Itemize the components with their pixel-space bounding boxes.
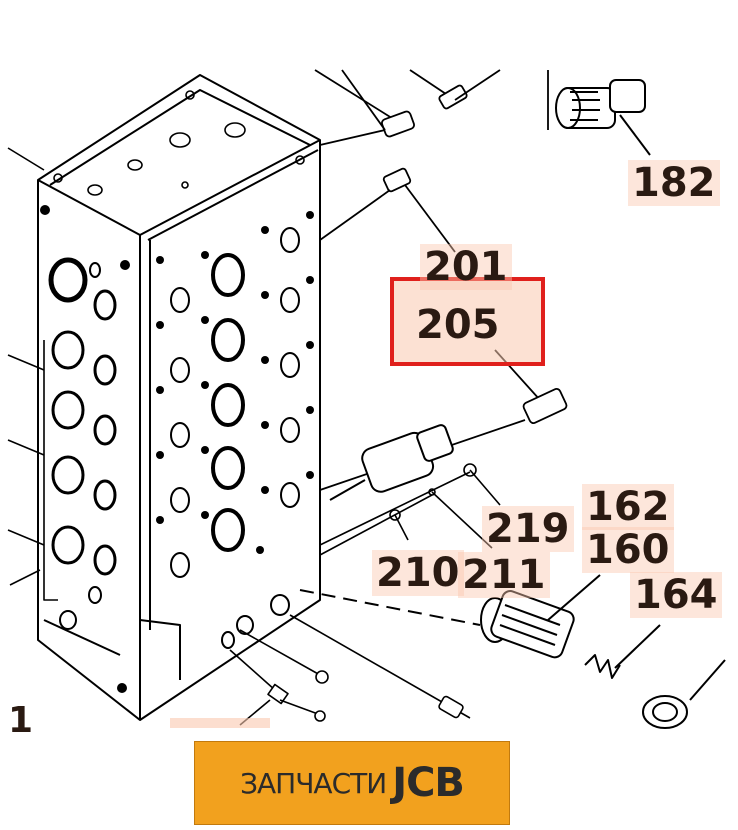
part-label-205: 205: [416, 302, 500, 348]
part-label-210: 210: [372, 550, 464, 596]
plug-bottom-right: [642, 659, 726, 729]
part-label-219: 219: [482, 506, 574, 552]
part-label-164: 164: [630, 572, 722, 618]
part-label-201: 201: [420, 244, 512, 290]
highlight-box-205: [390, 277, 545, 366]
brand-logo: ЗАПЧАСТИ JCB: [194, 741, 510, 825]
spring-164: [584, 624, 661, 679]
partial-label-tint: [170, 718, 270, 728]
valve-block-body: [37, 74, 321, 721]
fitting-201: [319, 167, 456, 253]
brand-mark: JCB: [392, 760, 465, 806]
part-label-1: 1: [8, 700, 34, 741]
front-face-ports: [170, 227, 300, 649]
part-label-160: 160: [582, 527, 674, 573]
left-face-ports: [48, 257, 117, 630]
solenoid-cartridge-middle: [329, 424, 454, 501]
part-label-182: 182: [628, 160, 720, 206]
plug-205: [319, 349, 568, 491]
solenoid-cartridge-182: [555, 79, 651, 156]
top-face-holes: [53, 90, 305, 196]
left-bracket-lines: [7, 147, 58, 601]
part-label-162: 162: [582, 484, 674, 530]
bottom-fasteners: [229, 614, 471, 726]
front-face-small-holes: [40, 205, 314, 693]
solenoid-cartridge-160: [299, 574, 601, 659]
fasteners-210-211-219: [319, 463, 501, 556]
top-fittings: [314, 69, 549, 146]
brand-text: ЗАПЧАСТИ: [240, 766, 387, 800]
part-label-211: 211: [458, 552, 550, 598]
